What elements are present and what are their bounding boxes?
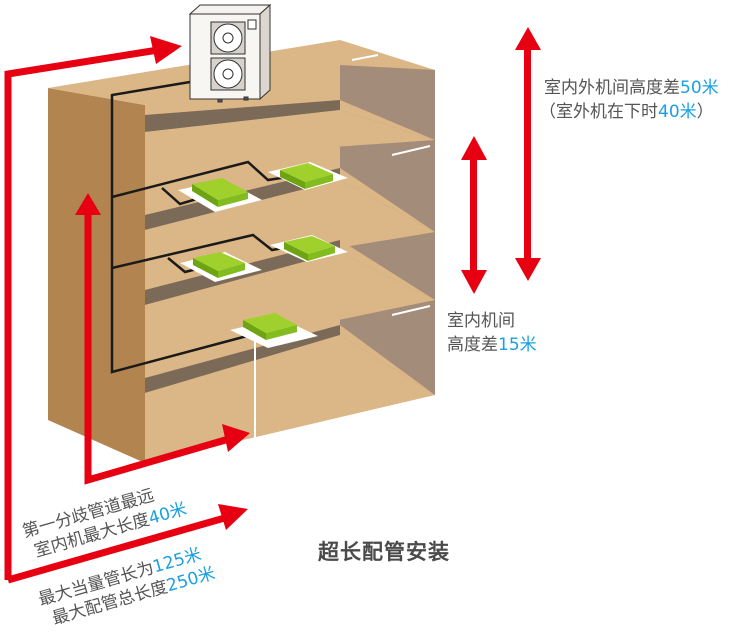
leader-lines [254, 54, 431, 438]
arrow-head-branch [222, 424, 250, 452]
indoor-unit-4 [270, 235, 348, 262]
arrow-head-outdoor [150, 36, 182, 64]
label-value: 40米 [658, 102, 697, 122]
label-value: 50米 [680, 78, 719, 98]
indoor-unit-5 [230, 313, 318, 348]
outdoor-unit [188, 3, 272, 103]
red-arrows [4, 27, 541, 584]
label-text: （室外机在下时 [539, 102, 658, 122]
label-text: ） [696, 102, 714, 122]
indoor-units [178, 162, 348, 348]
label-text: 室内机间 [447, 311, 515, 331]
label-text: 室内外机间高度差 [544, 78, 680, 98]
indoor-height-arrow-down [461, 270, 487, 294]
outdoor-indoor-height-label: 室内外机间高度差50米 （室外机在下时40米） [539, 76, 719, 124]
outdoor-height-arrow-down [515, 258, 541, 281]
arrow-head-total [218, 504, 248, 530]
label-text: 高度差 [447, 335, 498, 355]
indoor-unit-3 [180, 252, 262, 282]
floor-edges-right [340, 100, 435, 395]
outdoor-height-arrow-up [515, 27, 541, 50]
indoor-unit-1 [178, 178, 262, 212]
diagram-title: 超长配管安装 [318, 540, 450, 564]
indoor-unit-2 [268, 162, 348, 190]
label-value: 15米 [498, 335, 537, 355]
indoor-indoor-height-label: 室内机间 高度差15米 [447, 309, 537, 357]
arrow-head-up [75, 193, 101, 215]
building-side-wall [48, 88, 145, 463]
total-length-arrow-line [4, 46, 159, 580]
indoor-height-arrow-up [461, 136, 487, 160]
